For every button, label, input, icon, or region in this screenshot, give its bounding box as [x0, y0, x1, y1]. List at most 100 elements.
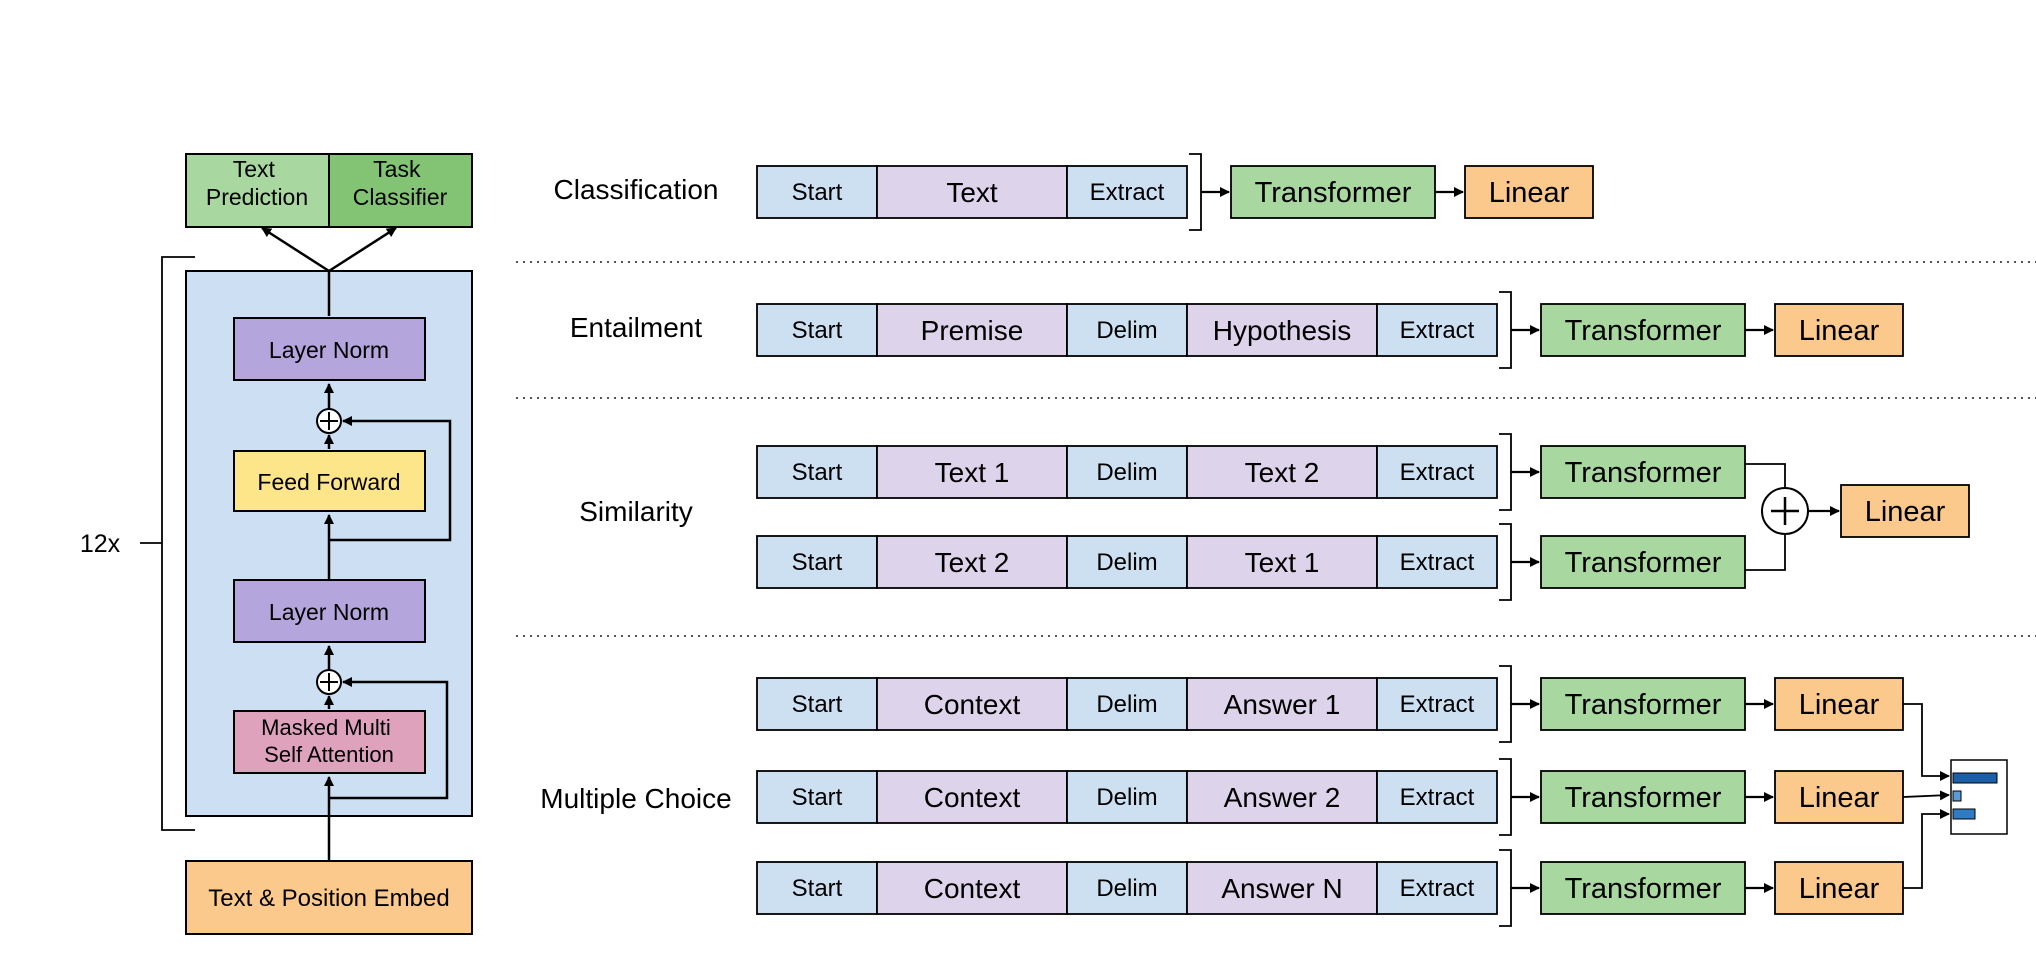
linear-label-4: Linear	[1799, 689, 1880, 721]
token-label-1-1: Premise	[921, 315, 1024, 346]
arrow-to-softmax-4	[1903, 703, 1950, 781]
token-box-1-2	[1066, 303, 1188, 357]
softmax-bar-3	[1952, 808, 1976, 820]
transformer-label-0: Transformer	[1255, 177, 1412, 209]
token-box-0-2	[1066, 165, 1188, 219]
softmax-bar-1	[1952, 772, 1998, 784]
token-label-3-3: Text 1	[1245, 547, 1320, 578]
layer-norm-bottom-label: Layer Norm	[269, 599, 389, 625]
token-box-4-0	[756, 677, 878, 731]
token-label-1-3: Hypothesis	[1213, 315, 1352, 346]
repeat-label: 12x	[80, 530, 121, 558]
row-bracket-1	[1499, 291, 1512, 369]
residual-skip-bottom	[329, 677, 449, 800]
linear-box-0	[1464, 165, 1594, 219]
token-box-4-2	[1066, 677, 1188, 731]
linear-box-1	[1774, 303, 1904, 357]
arrow-to-softmax-6	[1903, 809, 1950, 889]
transformer-box-0	[1230, 165, 1436, 219]
token-box-0-0	[756, 165, 878, 219]
token-box-6-3	[1186, 861, 1378, 915]
linear-label-6: Linear	[1799, 873, 1880, 905]
linear-label-5: Linear	[1799, 782, 1880, 814]
row-bracket-5	[1499, 758, 1512, 836]
feed-forward-box	[233, 450, 426, 512]
embed-label: Text & Position Embed	[208, 885, 449, 912]
token-box-4-1	[876, 677, 1068, 731]
arrow-to-text-prediction	[261, 226, 330, 273]
linear-box-similarity	[1840, 484, 1970, 538]
attention-box	[233, 710, 426, 774]
token-box-1-3	[1186, 303, 1378, 357]
token-label-2-3: Text 2	[1245, 457, 1320, 488]
separators	[516, 261, 2036, 637]
token-label-6-0: Start	[792, 875, 843, 902]
transformer-label-3: Transformer	[1565, 547, 1722, 579]
text-prediction-box	[185, 153, 330, 228]
transformer-box-2	[1540, 445, 1746, 499]
linear-label-similarity: Linear	[1865, 496, 1946, 528]
linear-box-4	[1774, 677, 1904, 731]
token-label-6-3: Answer N	[1221, 873, 1342, 904]
linear-box-5	[1774, 770, 1904, 824]
token-label-2-0: Start	[792, 459, 843, 486]
layer-norm-bottom-box	[233, 579, 426, 643]
token-label-6-1: Context	[924, 873, 1021, 904]
task-label-similarity: Similarity	[579, 496, 693, 527]
arrow-to-softmax-5	[1902, 790, 1950, 801]
task-classifier-label: Task Classifier	[353, 156, 448, 210]
row-bracket-4	[1499, 665, 1512, 743]
task-label-entailment: Entailment	[570, 312, 703, 343]
arrow-to-task-classifier	[328, 226, 397, 273]
token-label-3-2: Delim	[1096, 549, 1157, 576]
softmax-bar-2	[1952, 790, 1962, 802]
residual-skip-top	[329, 421, 452, 542]
token-box-3-2	[1066, 535, 1188, 589]
token-label-3-4: Extract	[1400, 549, 1475, 576]
token-box-3-3	[1186, 535, 1378, 589]
token-box-6-2	[1066, 861, 1188, 915]
token-label-4-2: Delim	[1096, 691, 1157, 718]
token-box-1-0	[756, 303, 878, 357]
token-box-2-4	[1376, 445, 1498, 499]
token-box-2-2	[1066, 445, 1188, 499]
token-label-4-1: Context	[924, 689, 1021, 720]
attention-label: Masked Multi Self Attention	[261, 715, 397, 767]
text-prediction-label: Text Prediction	[206, 156, 308, 210]
token-box-0-1	[876, 165, 1068, 219]
token-label-4-0: Start	[792, 691, 843, 718]
token-box-5-4	[1376, 770, 1498, 824]
transformer-box-3	[1540, 535, 1746, 589]
task-label-classification: Classification	[554, 174, 719, 205]
token-box-2-0	[756, 445, 878, 499]
token-label-1-2: Delim	[1096, 317, 1157, 344]
linear-box-6	[1774, 861, 1904, 915]
transformer-label-1: Transformer	[1565, 315, 1722, 347]
token-box-2-3	[1186, 445, 1378, 499]
transformer-label-4: Transformer	[1565, 689, 1722, 721]
row-bracket-3	[1499, 523, 1512, 601]
token-label-6-2: Delim	[1096, 875, 1157, 902]
layer-norm-top-label: Layer Norm	[269, 337, 389, 363]
row-bracket-0	[1189, 153, 1202, 231]
token-label-5-3: Answer 2	[1224, 782, 1341, 813]
token-label-2-2: Delim	[1096, 459, 1157, 486]
token-label-5-4: Extract	[1400, 784, 1475, 811]
token-label-5-2: Delim	[1096, 784, 1157, 811]
token-box-4-4	[1376, 677, 1498, 731]
token-box-1-4	[1376, 303, 1498, 357]
linear-label-0: Linear	[1489, 177, 1570, 209]
architecture-diagram: Text Prediction Task Classifier 12x Laye…	[80, 153, 473, 935]
layer-norm-top-box	[233, 317, 426, 381]
similarity-merge-line-3	[1745, 535, 1786, 571]
token-box-2-1	[876, 445, 1068, 499]
similarity-merge-line-2	[1745, 463, 1786, 487]
transformer-box-1	[1540, 303, 1746, 357]
task-classifier-box	[328, 153, 473, 228]
token-label-2-1: Text 1	[935, 457, 1010, 488]
token-label-2-4: Extract	[1400, 459, 1475, 486]
